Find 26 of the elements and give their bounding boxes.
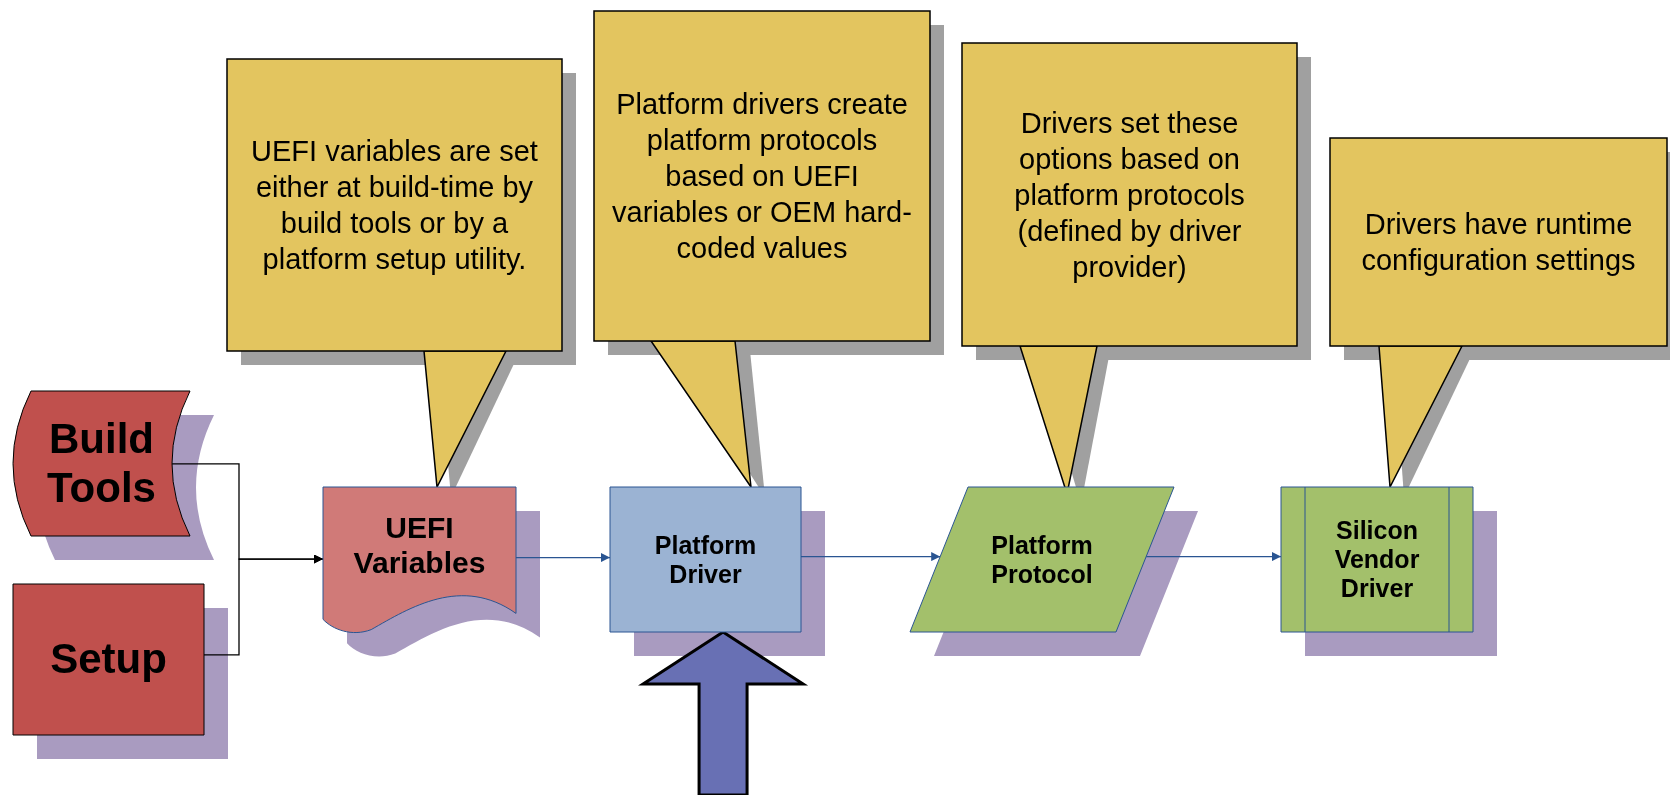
data-parallelogram	[910, 487, 1174, 632]
callout-box	[227, 59, 562, 351]
callout-text: Platform drivers create platform protocols based on UEFI variables or OEM hard-coded values	[612, 87, 912, 266]
callout-box	[1330, 138, 1667, 346]
node-label: Build Tools	[46, 415, 157, 512]
node-label: UEFI Variables	[352, 511, 487, 580]
callout-pointer	[649, 340, 752, 488]
node-label: Platform Protocol	[990, 530, 1094, 589]
arrow	[515, 553, 611, 563]
callout-text: UEFI variables are set either at build-time by build tools or by a platform setup utility.	[250, 134, 539, 277]
callout-text: Drivers set these options based on platform protocols (defined by driver provider)	[1013, 105, 1246, 285]
arrow	[800, 552, 941, 562]
arrow	[203, 554, 324, 656]
node-label: Setup	[50, 635, 167, 684]
stored-data-shape	[13, 391, 190, 536]
callout-box	[962, 43, 1297, 346]
process-box	[610, 487, 801, 632]
callout-box	[594, 11, 930, 341]
arrow	[1145, 552, 1282, 562]
predefined-process-box	[1281, 487, 1473, 632]
block-arrow	[638, 630, 809, 795]
node-label: Silicon Vendor Driver	[1333, 516, 1421, 603]
document-shape	[323, 487, 516, 634]
node-label: Platform Driver	[653, 530, 758, 589]
process-box	[13, 584, 204, 735]
callout-text: Drivers have runtime configuration settings	[1360, 207, 1637, 278]
